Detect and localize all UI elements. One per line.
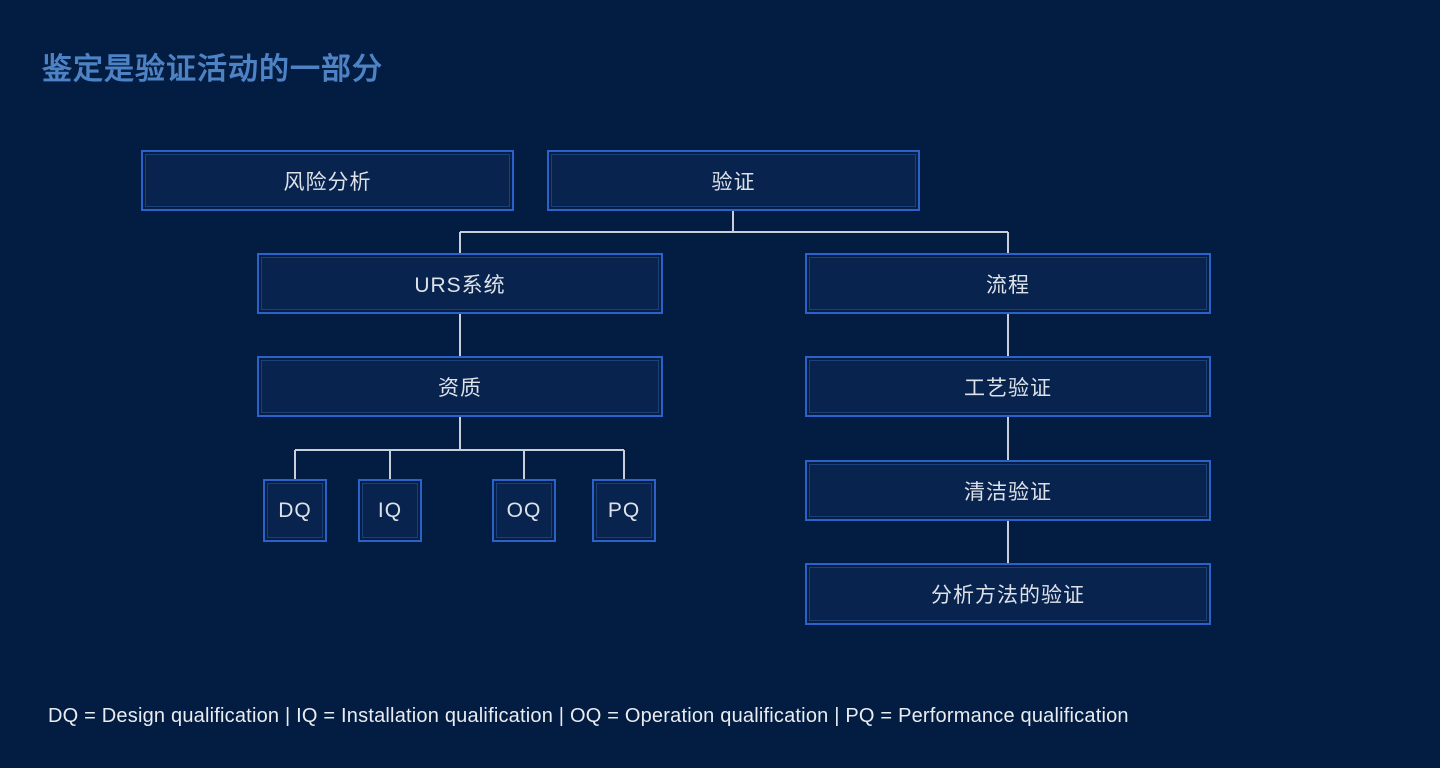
node-iq-label: IQ [377, 498, 403, 522]
node-dq: DQ [263, 479, 327, 542]
node-oq: OQ [492, 479, 556, 542]
node-process-validation-label: 工艺验证 [964, 376, 1052, 400]
node-risk-analysis: 风险分析 [141, 150, 514, 211]
node-oq-label: OQ [506, 498, 542, 522]
node-urs-system-label: URS系统 [414, 273, 506, 297]
node-urs-system: URS系统 [257, 253, 663, 314]
node-pq: PQ [592, 479, 656, 542]
node-qualification-label: 资质 [438, 376, 482, 400]
page-title: 鉴定是验证活动的一部分 [42, 53, 383, 86]
qualification-abbreviation-legend: DQ = Design qualification | IQ = Install… [48, 705, 1129, 727]
node-process-label: 流程 [986, 273, 1030, 297]
node-pq-label: PQ [607, 498, 641, 522]
node-cleaning-validation-label: 清洁验证 [964, 480, 1052, 504]
node-dq-label: DQ [278, 498, 312, 522]
node-validation-label: 验证 [711, 170, 756, 194]
node-validation: 验证 [547, 150, 920, 211]
node-process: 流程 [805, 253, 1211, 314]
node-risk-analysis-label: 风险分析 [283, 170, 372, 194]
node-iq: IQ [358, 479, 422, 542]
node-qualification: 资质 [257, 356, 663, 417]
node-analytical-method-validation: 分析方法的验证 [805, 563, 1211, 625]
node-cleaning-validation: 清洁验证 [805, 460, 1211, 521]
node-process-validation: 工艺验证 [805, 356, 1211, 417]
node-analytical-method-validation-label: 分析方法的验证 [931, 584, 1085, 607]
